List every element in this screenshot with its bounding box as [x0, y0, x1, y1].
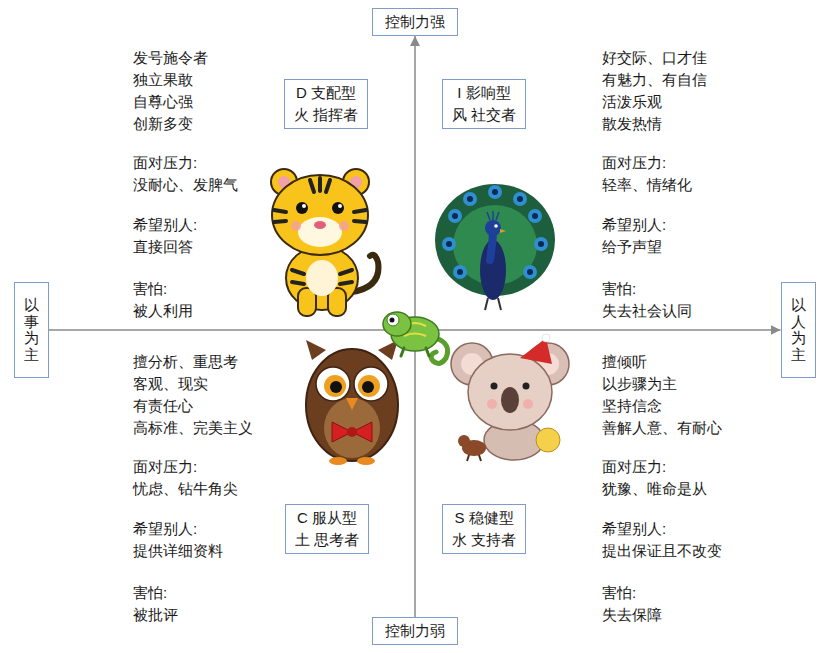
type-box: I 影响型风 社交者: [442, 79, 526, 129]
trait-text: 善解人意、有耐心: [602, 418, 722, 438]
box-text: 以事为主: [24, 297, 39, 363]
axis-end-box: 以人为主: [781, 282, 816, 378]
trait-text: 高标准、完美主义: [133, 418, 253, 438]
trait-text: 发号施令者: [133, 48, 208, 68]
box-text: I 影响型: [452, 82, 516, 104]
trait-text: 提供详细资料: [133, 541, 223, 561]
trait-text: 被人利用: [133, 301, 193, 321]
axis-end-box: 以事为主: [14, 282, 49, 378]
trait-text: 失去社会认同: [602, 301, 692, 321]
trait-text: 创新多变: [133, 114, 193, 134]
chameleon-illustration: [383, 312, 448, 363]
trait-text: 客观、现实: [133, 374, 208, 394]
trait-text: 犹豫、唯命是从: [602, 479, 707, 499]
trait-text: 失去保障: [602, 605, 662, 625]
trait-text: 活泼乐观: [602, 92, 662, 112]
trait-text: 有责任心: [133, 396, 193, 416]
trait-text: 希望别人:: [133, 519, 197, 539]
trait-text: 面对压力:: [133, 457, 197, 477]
box-text: C 服从型: [295, 507, 359, 529]
axis-end-box: 控制力强: [372, 8, 458, 36]
trait-text: 害怕:: [133, 583, 167, 603]
type-box: D 支配型火 指挥者: [284, 79, 368, 129]
box-text: 火 指挥者: [294, 104, 358, 126]
trait-text: 散发热情: [602, 114, 662, 134]
trait-text: 害怕:: [602, 583, 636, 603]
trait-text: 害怕:: [133, 279, 167, 299]
box-text: 风 社交者: [452, 104, 516, 126]
peacock-illustration: [435, 184, 555, 310]
box-text: 控制力强: [385, 12, 445, 32]
trait-text: 提出保证且不改变: [602, 541, 722, 561]
trait-text: 给予声望: [602, 237, 662, 257]
trait-text: 害怕:: [602, 279, 636, 299]
box-text: 土 思考者: [295, 529, 359, 551]
trait-text: 希望别人:: [602, 519, 666, 539]
type-box: S 稳健型水 支持者: [442, 504, 526, 554]
trait-text: 没耐心、发脾气: [133, 175, 238, 195]
trait-text: 擅倾听: [602, 352, 647, 372]
trait-text: 坚持信念: [602, 396, 662, 416]
box-text: 以人为主: [791, 297, 806, 363]
trait-text: 希望别人:: [602, 215, 666, 235]
owl-illustration: [306, 340, 398, 465]
trait-text: 被批评: [133, 605, 178, 625]
koala-illustration: [451, 334, 569, 461]
trait-text: 忧虑、钻牛角尖: [133, 479, 238, 499]
trait-text: 擅分析、重思考: [133, 352, 238, 372]
box-text: S 稳健型: [452, 507, 516, 529]
trait-text: 希望别人:: [133, 215, 197, 235]
trait-text: 面对压力:: [602, 457, 666, 477]
tiger-illustration: [271, 169, 378, 316]
trait-text: 直接回答: [133, 237, 193, 257]
axis-end-box: 控制力弱: [372, 617, 458, 645]
trait-text: 面对压力:: [133, 153, 197, 173]
box-text: 控制力弱: [385, 621, 445, 641]
trait-text: 轻率、情绪化: [602, 175, 692, 195]
trait-text: 有魅力、有自信: [602, 70, 707, 90]
trait-text: 面对压力:: [602, 153, 666, 173]
trait-text: 好交际、口才佳: [602, 48, 707, 68]
box-text: D 支配型: [294, 82, 358, 104]
box-text: 水 支持者: [452, 529, 516, 551]
trait-text: 独立果敢: [133, 70, 193, 90]
trait-text: 自尊心强: [133, 92, 193, 112]
type-box: C 服从型土 思考者: [285, 504, 369, 554]
trait-text: 以步骤为主: [602, 374, 677, 394]
